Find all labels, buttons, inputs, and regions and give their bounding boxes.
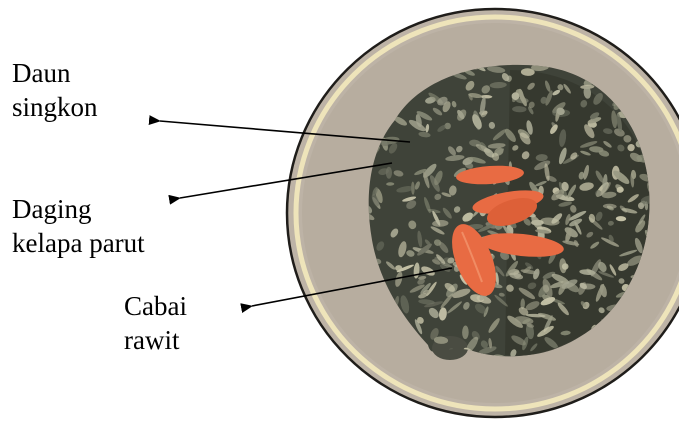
coconut-flake (386, 167, 392, 179)
label-cabai-rawit: Cabai rawit (124, 289, 187, 357)
label-daging-kelapa-line1: Daging (12, 192, 145, 226)
label-daging-kelapa-parut: Daging kelapa parut (12, 192, 145, 260)
label-daun-singkon: Daun singkon (12, 56, 98, 124)
label-daun-singkon-line1: Daun (12, 56, 98, 90)
label-cabai-rawit-line1: Cabai (124, 289, 187, 323)
label-daging-kelapa-line2: kelapa parut (12, 226, 145, 260)
label-cabai-rawit-line2: rawit (124, 323, 187, 357)
label-daun-singkon-line2: singkon (12, 90, 98, 124)
